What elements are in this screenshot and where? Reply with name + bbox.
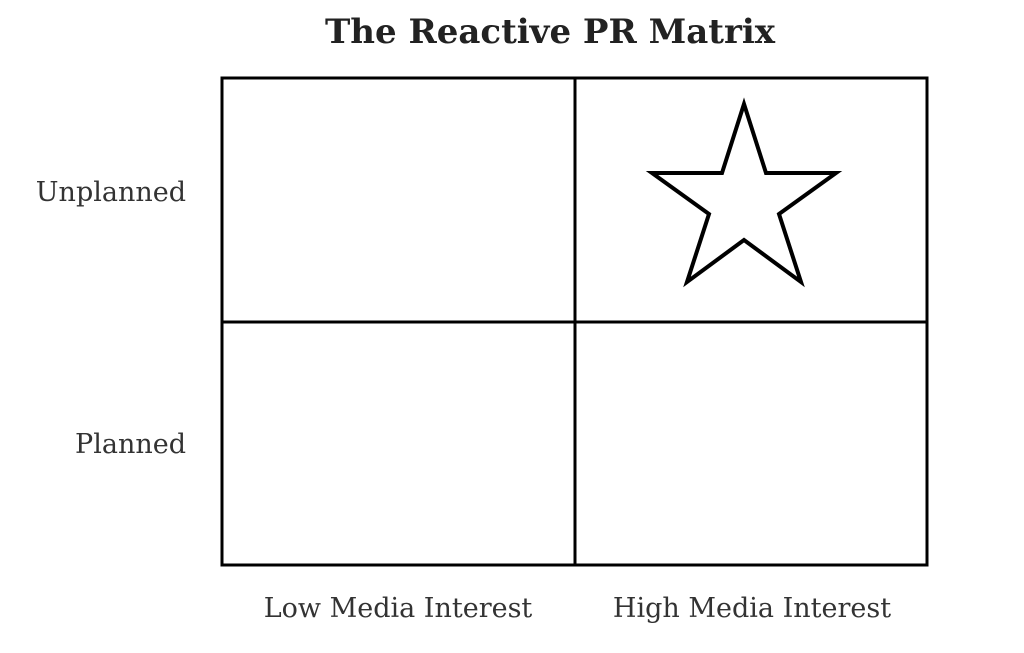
diagram-title: The Reactive PR Matrix [324,12,776,52]
column-label-high-media-interest: High Media Interest [612,593,892,624]
quadrant-planned-high [577,324,925,563]
star-icon [645,97,843,288]
quadrant-unplanned-low [224,80,573,320]
row-label-planned: Planned [75,429,186,460]
column-label-low-media-interest: Low Media Interest [263,593,533,624]
row-label-unplanned: Unplanned [35,177,186,208]
quadrant-planned-low [224,324,573,563]
